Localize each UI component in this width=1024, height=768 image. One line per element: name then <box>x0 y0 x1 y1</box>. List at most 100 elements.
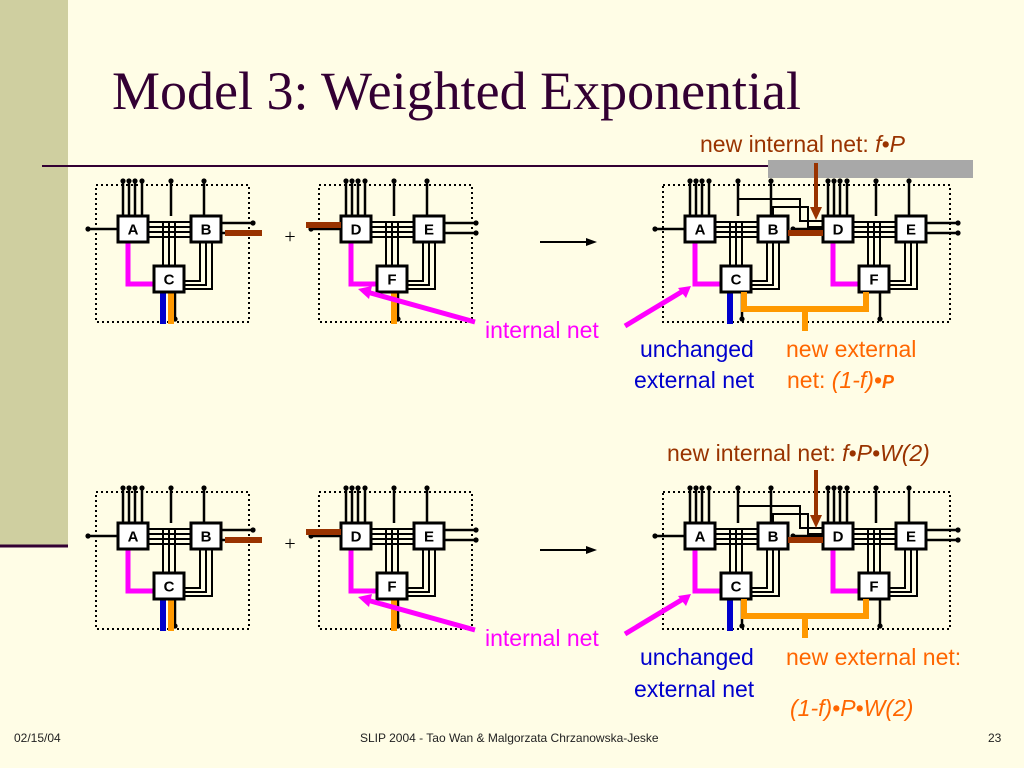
internal-net-wire <box>348 549 377 594</box>
pin-dot <box>699 178 705 184</box>
new-internal-net-label-top: new internal net: f•P <box>700 131 906 157</box>
pin-dot <box>768 485 774 491</box>
logic-block-C <box>719 264 753 294</box>
pin-dot <box>906 485 912 491</box>
logic-block-E <box>412 521 446 551</box>
slide-title: Model 3: Weighted Exponential <box>112 61 802 121</box>
block-label-B: B <box>768 529 779 546</box>
pin-dot <box>250 527 256 533</box>
pin-dot <box>844 485 850 491</box>
block-label-F: F <box>387 579 396 596</box>
logic-block-B <box>189 521 223 551</box>
new-internal-arrow-top <box>810 163 822 220</box>
bus-wire <box>751 549 768 589</box>
bottom-module-def: D E F <box>306 485 479 631</box>
logic-block-A <box>683 214 717 244</box>
pin-dot <box>873 178 879 184</box>
pin-dot <box>837 178 843 184</box>
bus-wire <box>184 242 201 282</box>
unchanged-label-bottom: unchanged <box>640 644 754 670</box>
pin-dot <box>343 178 349 184</box>
pin-dot <box>139 178 145 184</box>
logic-block-D <box>339 521 373 551</box>
block-label-A: A <box>128 529 139 546</box>
block-label-B: B <box>201 529 212 546</box>
pin-dot <box>825 178 831 184</box>
left-decoration-band <box>0 0 68 545</box>
logic-block-E <box>894 521 928 551</box>
logic-block-C <box>719 571 753 601</box>
pin-dot <box>906 178 912 184</box>
logic-block-E <box>412 214 446 244</box>
pin-dot <box>955 220 961 226</box>
block-label-F: F <box>387 272 396 289</box>
block-label-E: E <box>906 529 916 546</box>
pin-dot <box>424 178 430 184</box>
logic-block-F <box>375 264 409 294</box>
top-module-abc: A B C <box>85 178 262 324</box>
logic-block-C <box>152 571 186 601</box>
logic-block-D <box>339 214 373 244</box>
pin-dot <box>168 485 174 491</box>
pin-dot <box>877 623 883 629</box>
logic-block-C <box>152 264 186 294</box>
pin-dot <box>687 485 693 491</box>
bus-wire <box>889 242 906 282</box>
arrow-right-top <box>540 238 597 246</box>
bus-wire <box>407 242 436 290</box>
logic-block-D <box>821 214 855 244</box>
pin-dot <box>85 226 91 232</box>
pin-dot <box>139 485 145 491</box>
internal-net-wire <box>348 242 377 287</box>
pin-dot <box>687 178 693 184</box>
pin-dot <box>473 537 479 543</box>
block-label-C: C <box>731 579 742 596</box>
internal-net-label-bottom: internal net <box>485 625 599 651</box>
bus-wire <box>184 549 207 593</box>
pin-dot <box>652 533 658 539</box>
new-external-label-bottom: new external net: <box>786 644 961 670</box>
block-label-D: D <box>351 529 362 546</box>
plus-sign-top: + <box>284 226 295 248</box>
internal-net-label-top: internal net <box>485 317 599 343</box>
pin-dot <box>844 178 850 184</box>
block-label-B: B <box>768 222 779 239</box>
bus-wire <box>889 549 912 593</box>
block-label-B: B <box>201 222 212 239</box>
pin-dot <box>126 178 132 184</box>
bus-wire <box>184 242 207 286</box>
external-net-label-top: external net <box>634 367 755 393</box>
pin-dot <box>85 533 91 539</box>
pin-dot <box>168 178 174 184</box>
footer-credits: SLIP 2004 - Tao Wan & Malgorzata Chrzano… <box>360 731 659 745</box>
bus-wire <box>184 242 213 290</box>
logic-block-E <box>894 214 928 244</box>
pin-dot <box>349 178 355 184</box>
internal-net-wire <box>125 549 154 594</box>
bus-wire <box>184 549 201 589</box>
block-label-A: A <box>128 222 139 239</box>
block-label-A: A <box>695 529 706 546</box>
pin-dot <box>250 220 256 226</box>
bus-wire <box>751 242 768 282</box>
footer-page-number: 23 <box>988 731 1002 745</box>
logic-block-B <box>189 214 223 244</box>
block-label-C: C <box>164 272 175 289</box>
pin-dot <box>831 485 837 491</box>
block-label-E: E <box>424 529 434 546</box>
bus-wire <box>407 242 424 282</box>
new-external-label-top: new external <box>786 336 916 362</box>
internal-net-wire <box>125 242 154 287</box>
pin-dot <box>355 485 361 491</box>
pin-dot <box>473 220 479 226</box>
bus-wire <box>751 549 780 597</box>
pin-dot <box>768 178 774 184</box>
logic-block-A <box>116 521 150 551</box>
pin-dot <box>120 485 126 491</box>
pin-dot <box>837 485 843 491</box>
internal-net-wire <box>692 242 721 287</box>
logic-block-A <box>683 521 717 551</box>
